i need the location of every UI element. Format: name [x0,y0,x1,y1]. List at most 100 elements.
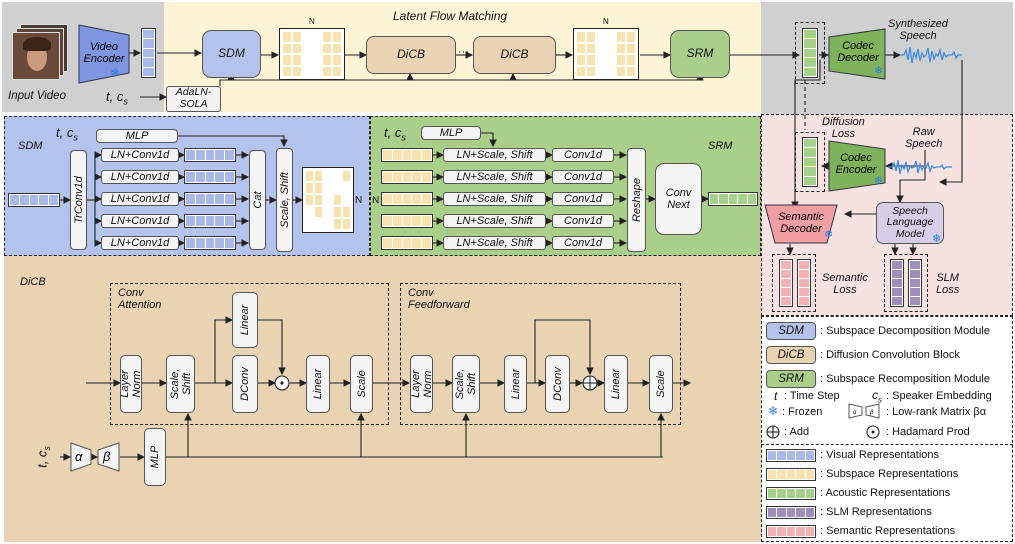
dicb-t-cs-label: t, cs [34,446,52,468]
snowflake-icon: ❄ [932,233,942,245]
sdm-block: SDM [202,30,261,78]
srm-reshape [627,148,646,252]
dicb-linear-2-label: Linear [509,368,522,400]
srm-n-label: N [372,195,380,206]
ellipsis: ··· [458,46,469,58]
video-encoder: Video Encoder ❄ [78,24,130,84]
sdm-output-grid [302,167,354,233]
sdm-ln-conv-row-3: LN+Conv1d [101,192,179,206]
add-icon [582,375,598,391]
slm-representation-strip-1 [890,259,904,307]
legend-hadamard-desc: : Hadamard Prod [886,426,970,438]
srm-ln-scale-shift-1: LN+Scale, Shift [443,148,546,162]
semantic-loss-frame [772,254,816,312]
dicb-linear-1-label: Linear [311,368,324,400]
adaln-sola-block: AdaLN- SOLA [166,86,221,112]
legend-lowrank-desc: : Low-rank Matrix βα [886,406,987,418]
dicb-layer-norm-2 [410,355,433,413]
latent-flow-matching-panel [164,2,761,112]
slm-representation-strip-2 [908,259,922,307]
dicb-block-1: DiCB [366,36,456,74]
sdm-row-strip-1 [184,148,236,162]
srm-output-strip [708,192,758,206]
sdm-scale-shift-label: Scale, Shift [278,172,291,228]
codec-encoder-label: Codec Encoder [835,152,877,177]
codec-decoder: Codec Decoder ❄ [828,28,886,80]
subspace-grid-2 [573,28,639,80]
dicb-linear-3-label: Linear [609,368,622,400]
hadamard-product-icon [274,375,290,391]
srm-panel-title: SRM [708,140,733,152]
semantic-decoder: Semantic Decoder ❄ [764,204,838,244]
dicb-linear-top [232,292,258,348]
dicb-scale-shift-1 [166,355,195,413]
input-video-thumbnail [10,24,68,82]
srm-conv1d-3: Conv1d [552,192,614,206]
sdm-row-strip-4 [184,214,236,228]
dicb-panel-title: DiCB [20,276,46,288]
snowflake-icon: ❄ [874,175,884,187]
top-t-cs-label: t, cs [106,89,128,107]
legend-sdm-swatch: SDM [766,322,816,340]
dicb-layer-norm-2-label: Layer Norm [409,370,434,398]
dicb-dconv-2-label: DConv [551,367,564,401]
legend-snowflake-icon: ❄ [768,404,779,418]
legend-srm-swatch: SRM [766,370,816,388]
synthesized-speech-label: Synthesized Speech [888,18,948,43]
legend-frozen-desc: : Frozen [782,406,823,418]
sdm-n-label: N [355,195,363,206]
sdm-trconv1d [70,150,87,250]
speech-language-model-label: Speech Language Model [886,204,934,240]
srm-block: SRM [670,30,730,78]
dicb-mlp-label: MLP [148,445,161,469]
srm-ln-scale-shift-3: LN+Scale, Shift [443,192,546,206]
legend-acoustic-desc: : Acoustic Representations [820,487,951,499]
dicb-dconv-2 [545,355,570,413]
srm-conv1d-4: Conv1d [552,214,614,228]
sdm-mlp: MLP [96,129,178,143]
sdm-row-strip-5 [184,236,236,250]
srm-t-cs-label: t, cs [384,125,406,143]
video-encoder-label: Video Encoder [83,41,125,66]
srm-convnext: Conv Next [655,163,702,235]
sdm-panel-title: SDM [18,140,43,152]
codec-decoder-label: Codec Decoder [837,40,879,65]
sdm-cat-label: Cat [251,191,264,209]
srm-input-strip-2 [381,170,433,184]
legend-acoustic-swatch [766,487,816,500]
legend-subspace-swatch [766,468,816,481]
snowflake-icon: ❄ [824,229,834,241]
legend-semantic-desc: : Semantic Representations [820,525,956,537]
speech-language-model: Speech Language Model [876,202,944,244]
semantic-representation-strip-2 [797,259,811,307]
dicb-scale-shift-2 [452,355,480,413]
legend-t-symbol: t [774,389,778,403]
srm-conv1d-1: Conv1d [552,148,614,162]
srm-convnext-label: Conv Next [665,186,692,211]
beta-label: β [103,449,111,464]
legend-visual-desc: : Visual Representations [820,449,940,461]
sdm-t-cs-label: t, cs [56,125,78,143]
srm-conv1d-2: Conv1d [552,170,614,184]
srm-conv1d-5: Conv1d [552,236,614,250]
srm-input-strip-5 [381,236,433,250]
input-video-label: Input Video [8,90,66,102]
slm-loss-frame [884,254,928,312]
semantic-loss-label: Semantic Loss [822,272,868,297]
snowflake-icon: ❄ [110,66,121,80]
legend-cs-desc: : Speaker Embedding [886,390,992,402]
conv-feedforward-frame [400,283,681,425]
legend-slm-swatch [766,506,816,519]
dicb-scale-1-label: Scale [355,370,368,398]
legend-srm-desc: : Subspace Recomposition Module [820,373,990,385]
legend-subspace-desc: : Subspace Representations [820,468,959,480]
dicb-scale-2 [649,355,673,413]
legend-add-icon [766,425,780,439]
dicb-linear-2 [504,355,527,413]
sdm-ln-conv-row-1: LN+Conv1d [101,148,179,162]
lowrank-alpha: α [70,442,92,472]
srm-ln-scale-shift-2: LN+Scale, Shift [443,170,546,184]
codec-encoder: Codec Encoder ❄ [828,140,886,192]
acoustic-representation-strip-out [802,28,818,78]
legend-t-desc: : Time Step [784,390,840,402]
